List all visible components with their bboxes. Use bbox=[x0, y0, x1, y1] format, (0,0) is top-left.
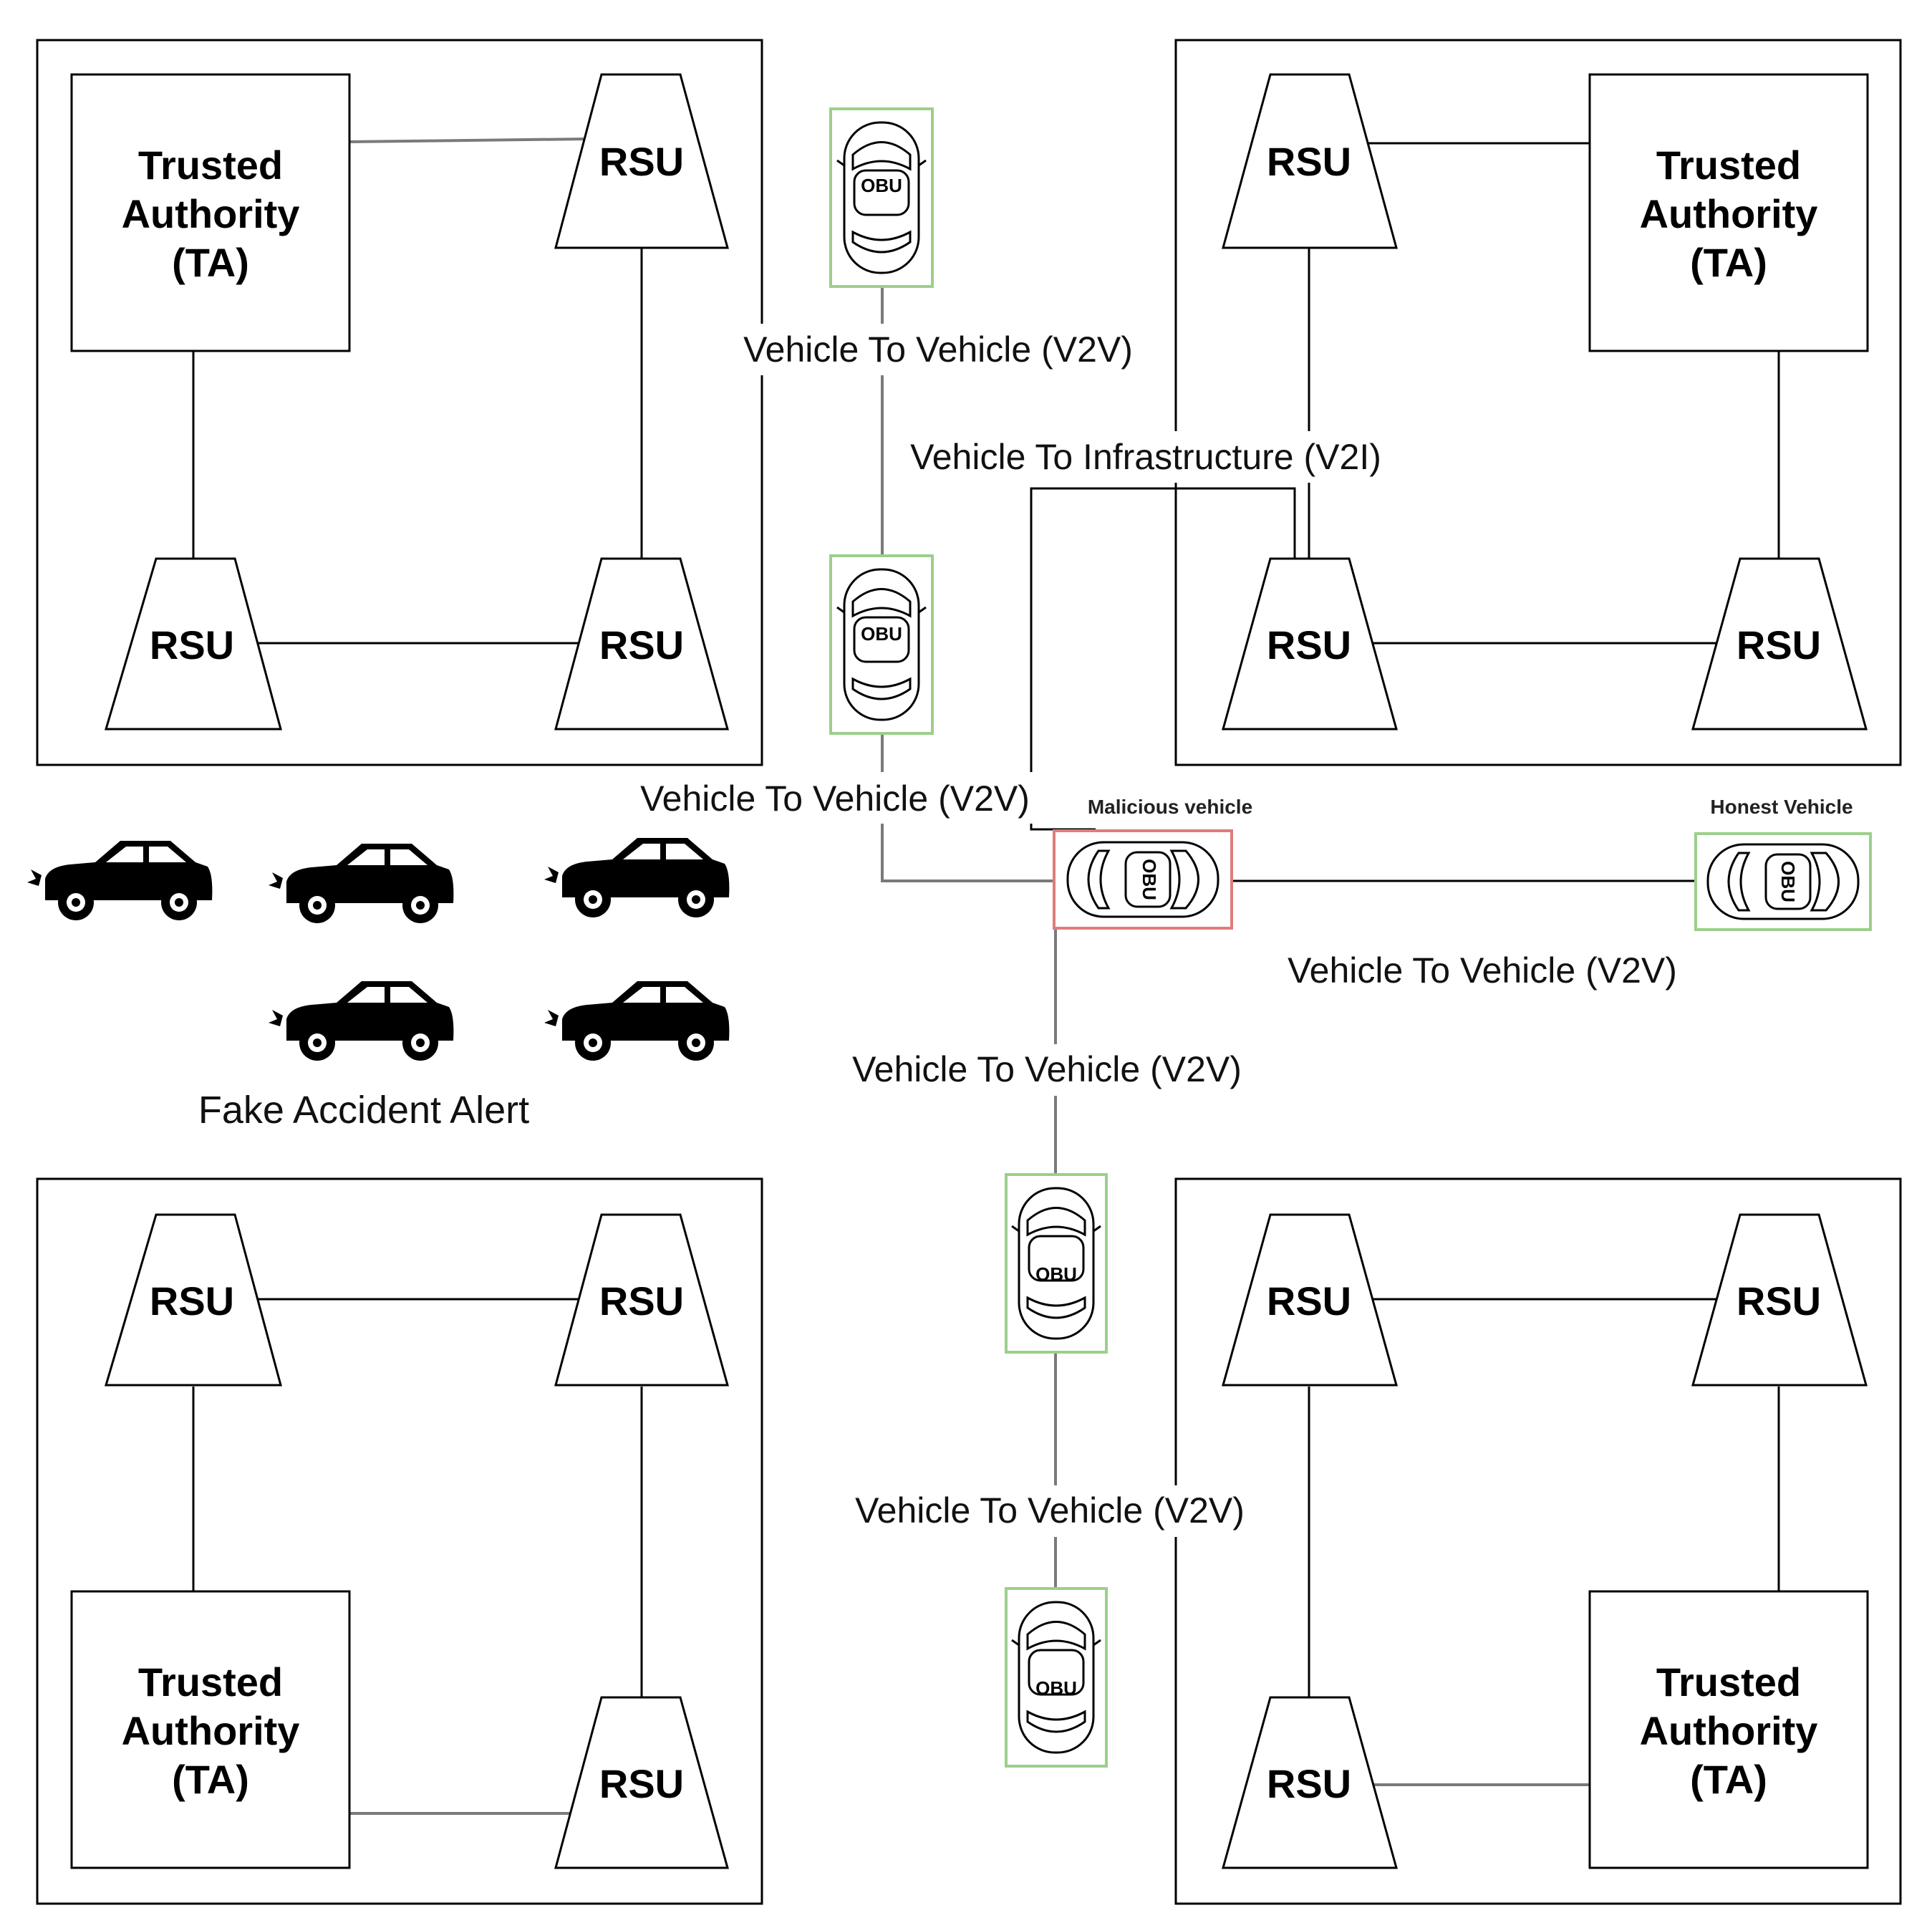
label-bg bbox=[630, 772, 1045, 824]
v2v-label-middle: Vehicle To Vehicle (V2V) bbox=[640, 779, 1030, 819]
rsu-node bbox=[554, 1213, 729, 1387]
rsu-node bbox=[554, 73, 729, 249]
top-right-network: RSU Trusted Authority (TA) RSU RSU bbox=[1222, 73, 1869, 731]
car-icon bbox=[836, 121, 927, 274]
rsu-node bbox=[1222, 73, 1398, 249]
ta-label-line3: (TA) bbox=[172, 240, 249, 285]
rsu-label: RSU bbox=[1267, 1278, 1351, 1324]
malicious-vehicle: Malicious vehicle OBU bbox=[1053, 796, 1252, 930]
v2v-label-right: Vehicle To Vehicle (V2V) bbox=[1288, 950, 1677, 990]
rsu-label: RSU bbox=[1737, 622, 1821, 667]
rsu-node bbox=[1691, 1213, 1868, 1387]
trusted-authority-box bbox=[1588, 1590, 1869, 1869]
honest-label: Honest Vehicle bbox=[1710, 796, 1853, 818]
ta-label-line1: Trusted bbox=[1656, 143, 1801, 188]
v2v-label-bottom: Vehicle To Vehicle (V2V) bbox=[855, 1490, 1245, 1531]
ta-label-line2: Authority bbox=[122, 191, 300, 236]
ta-label-line3: (TA) bbox=[1690, 240, 1767, 285]
rsu-label: RSU bbox=[1267, 1761, 1351, 1806]
ta-label-line2: Authority bbox=[1640, 1708, 1818, 1753]
rsu-label: RSU bbox=[599, 1761, 684, 1806]
rsu-node bbox=[1691, 557, 1868, 731]
ta-label-line1: Trusted bbox=[1656, 1659, 1801, 1705]
rsu-node bbox=[1222, 1696, 1398, 1869]
rsu-node bbox=[104, 1213, 282, 1387]
rsu-node bbox=[554, 557, 729, 731]
rsu-label: RSU bbox=[1267, 139, 1351, 184]
obu-label: OBU bbox=[1139, 859, 1160, 900]
fake-accident-alert-label: Fake Accident Alert bbox=[198, 1089, 529, 1132]
ta-label-line1: Trusted bbox=[138, 143, 283, 188]
accident-car-icon bbox=[269, 981, 454, 1061]
ta-label-line3: (TA) bbox=[172, 1757, 249, 1802]
accident-car-icon bbox=[269, 844, 454, 923]
honest-vehicle: Honest Vehicle OBU bbox=[1694, 796, 1872, 931]
rsu-label: RSU bbox=[599, 622, 684, 667]
trusted-authority-box bbox=[70, 73, 351, 352]
label-bg bbox=[895, 431, 1396, 483]
ta-label-line2: Authority bbox=[122, 1708, 300, 1753]
accident-car-icon bbox=[544, 981, 730, 1061]
car-icon bbox=[836, 568, 927, 721]
obu-label: OBU bbox=[861, 175, 902, 196]
rsu-label: RSU bbox=[1737, 1278, 1821, 1324]
obu-label: OBU bbox=[1777, 861, 1799, 902]
accident-car-icon bbox=[544, 838, 730, 917]
bottom-left-network: RSU RSU Trusted Authority (TA) RSU bbox=[70, 1213, 729, 1869]
rsu-node bbox=[104, 557, 282, 731]
rsu-label: RSU bbox=[599, 1278, 684, 1324]
malicious-label: Malicious vehicle bbox=[1088, 796, 1252, 818]
accident-car-icon bbox=[27, 841, 213, 920]
top-left-network: Trusted Authority (TA) RSU RSU RSU bbox=[70, 73, 729, 731]
ta-label-line3: (TA) bbox=[1690, 1757, 1767, 1802]
v2v-label-lower: Vehicle To Vehicle (V2V) bbox=[852, 1049, 1242, 1089]
trusted-authority-box bbox=[1588, 73, 1869, 352]
obu-label: OBU bbox=[861, 623, 902, 645]
trusted-authority-box bbox=[70, 1590, 351, 1869]
label-bg bbox=[839, 1044, 1255, 1096]
v2i-label: Vehicle To Infrastructure (V2I) bbox=[910, 437, 1381, 477]
label-bg bbox=[842, 1485, 1257, 1537]
rsu-label: RSU bbox=[599, 139, 684, 184]
rsu-label: RSU bbox=[150, 622, 234, 667]
obu-vehicle: OBU bbox=[829, 107, 934, 288]
bottom-right-network: RSU RSU RSU Trusted Authority (TA) bbox=[1222, 1213, 1869, 1869]
obu-label: OBU bbox=[1035, 1677, 1077, 1699]
obu-label: OBU bbox=[1035, 1263, 1077, 1285]
rsu-node bbox=[1222, 557, 1398, 731]
ta-label-line1: Trusted bbox=[138, 1659, 283, 1705]
ta-label-line2: Authority bbox=[1640, 191, 1818, 236]
rsu-label: RSU bbox=[1267, 622, 1351, 667]
obu-vehicle: OBU bbox=[1005, 1173, 1108, 1354]
v2v-label-top: Vehicle To Vehicle (V2V) bbox=[743, 329, 1133, 370]
fake-accident-cars bbox=[27, 838, 730, 1061]
obu-vehicle: OBU bbox=[1005, 1587, 1108, 1768]
label-bg bbox=[730, 324, 1146, 375]
obu-vehicle: OBU bbox=[829, 554, 934, 735]
rsu-node bbox=[554, 1696, 729, 1869]
rsu-label: RSU bbox=[150, 1278, 234, 1324]
rsu-node bbox=[1222, 1213, 1398, 1387]
